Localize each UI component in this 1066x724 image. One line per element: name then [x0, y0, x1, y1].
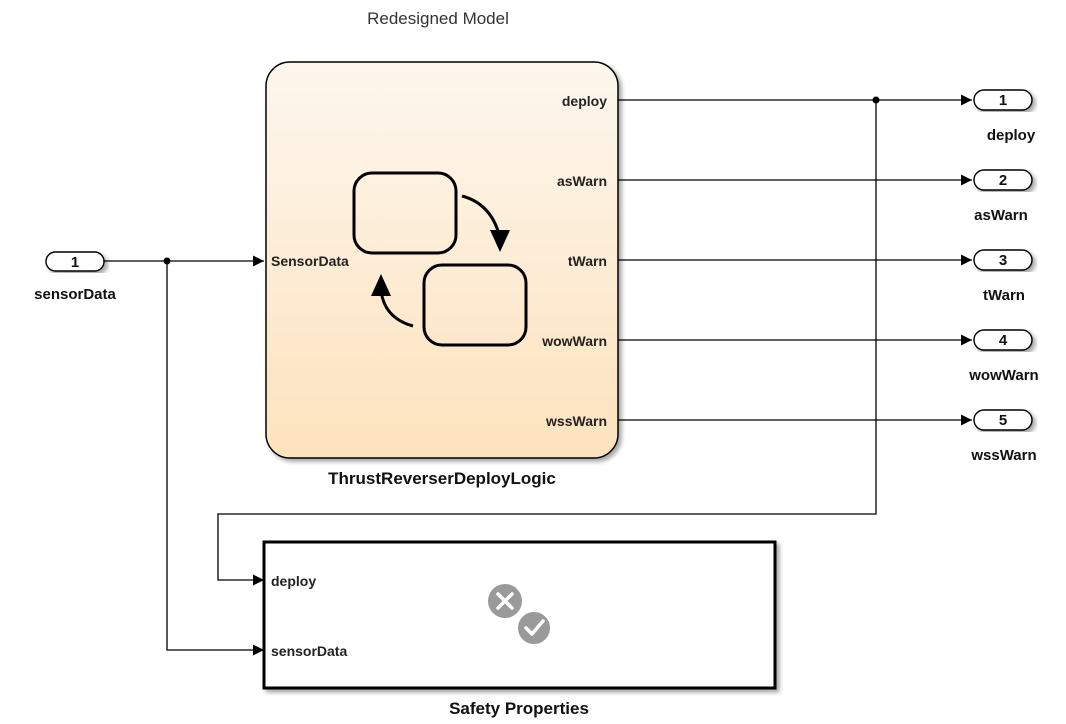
- safety-input-port-sensorData: sensorData: [271, 643, 347, 659]
- chart-block-name: ThrustReverserDeployLogic: [328, 469, 556, 488]
- outport-label: wowWarn: [968, 367, 1038, 384]
- inport-label: sensorData: [34, 286, 116, 303]
- outport-wssWarn[interactable]: 5 wssWarn: [970, 409, 1037, 464]
- model-title: Redesigned Model: [367, 9, 509, 28]
- outport-asWarn[interactable]: 2 asWarn: [973, 169, 1033, 224]
- chart-output-port-asWarn: asWarn: [557, 173, 607, 189]
- inport-number: 1: [71, 254, 79, 271]
- safety-properties-block[interactable]: deploy sensorData Safety Properties: [262, 540, 777, 718]
- outport-tWarn[interactable]: 3 tWarn: [973, 249, 1033, 304]
- outport-number: 3: [999, 252, 1007, 269]
- chart-output-port-deploy: deploy: [562, 93, 607, 109]
- input-wires: [104, 255, 264, 656]
- outport-number: 1: [999, 92, 1007, 109]
- safety-block-name: Safety Properties: [449, 699, 589, 718]
- chart-input-port-label: SensorData: [271, 253, 349, 269]
- outport-number: 2: [999, 172, 1007, 189]
- chart-block[interactable]: SensorData deploy asWarn tWarn wowWarn w…: [265, 61, 619, 488]
- output-wires: [217, 94, 972, 586]
- outport-label: wssWarn: [970, 447, 1036, 464]
- outport-number: 4: [999, 332, 1008, 349]
- outport-deploy[interactable]: 1 deploy: [973, 89, 1036, 144]
- outport-number: 5: [999, 412, 1007, 429]
- chart-output-port-tWarn: tWarn: [568, 253, 607, 269]
- inport-sensorData[interactable]: 1 sensorData: [34, 251, 117, 303]
- chart-output-port-wowWarn: wowWarn: [541, 333, 607, 349]
- outport-label: asWarn: [974, 207, 1028, 224]
- chart-output-port-wssWarn: wssWarn: [545, 413, 607, 429]
- safety-input-port-deploy: deploy: [271, 573, 316, 589]
- outport-label: deploy: [987, 127, 1036, 144]
- outport-label: tWarn: [983, 287, 1025, 304]
- verification-subsystem-icon: [488, 584, 552, 646]
- outport-wowWarn[interactable]: 4 wowWarn: [968, 329, 1039, 384]
- stateflow-chart-icon: [352, 171, 528, 347]
